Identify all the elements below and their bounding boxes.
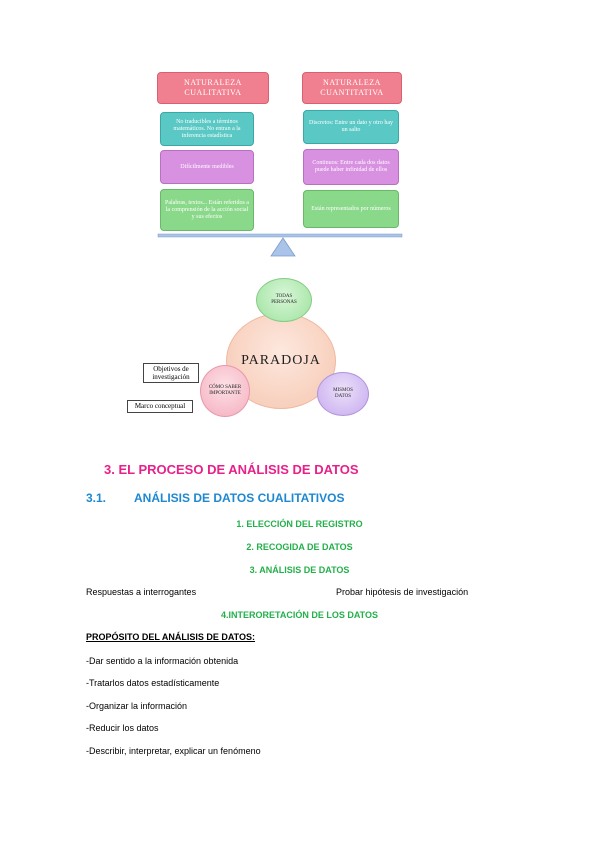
note-left: Respuestas a interrogantes [86,587,197,597]
right-item-3: Están representados por números [303,190,399,228]
left-item-3: Palabras, textos... Están referidos a la… [160,189,254,231]
subsection-number: 3.1. [86,491,107,505]
section-title: 3. EL PROCESO DE ANÁLISIS DE DATOS [104,462,359,477]
step-1: 1. ELECCIÓN DEL REGISTRO [236,519,363,529]
subsection-title: ANÁLISIS DE DATOS CUALITATIVOS [134,491,345,505]
top-circle-label: TODAS PERSONAS [271,294,297,305]
fulcrum-triangle [270,237,296,257]
objetivos-label-box: Objetivos de investigación [143,363,199,383]
header-cuantitativa: NATURALEZA CUANTITATIVA [302,72,402,104]
left-circle-label: CÓMO SABER IMPORTANTE [208,385,242,396]
left-item-2: Difícilmente medibles [160,150,254,184]
top-circle: TODAS PERSONAS [256,278,312,322]
step-4: 4.INTERORETACIÓN DE LOS DATOS [220,610,378,620]
purpose-item: -Dar sentido a la información obtenida [86,656,239,666]
purpose-item: -Tratarlos datos estadísticamente [86,678,220,688]
note-right: Probar hipótesis de investigación [336,587,469,597]
right-circle-label: MISMOS DATOS [333,388,353,399]
left-circle: CÓMO SABER IMPORTANTE [200,365,250,417]
balance-beam [157,233,403,257]
step-3: 3. ANÁLISIS DE DATOS [249,565,350,575]
right-circle: MISMOS DATOS [317,372,369,416]
step-2: 2. RECOGIDA DE DATOS [246,542,353,552]
purpose-title: PROPÓSITO DEL ANÁLISIS DE DATOS: [86,632,256,642]
header-cualitativa: NATURALEZA CUALITATIVA [157,72,269,104]
purpose-item: -Organizar la información [86,701,188,711]
beam-bar [157,233,403,238]
paradoja-label: PARADOJA [241,353,321,368]
right-item-2: Continuos: Entre cada dos datos puede ha… [303,149,399,185]
purpose-item: -Reducir los datos [86,723,159,733]
left-item-1: No traducibles a términos matemáticos. N… [160,112,254,146]
purpose-item: -Describir, interpretar, explicar un fen… [86,746,261,756]
marco-label-box: Marco conceptual [127,400,193,413]
right-item-1: Discretos: Entre un dato y otro hay un s… [303,110,399,144]
